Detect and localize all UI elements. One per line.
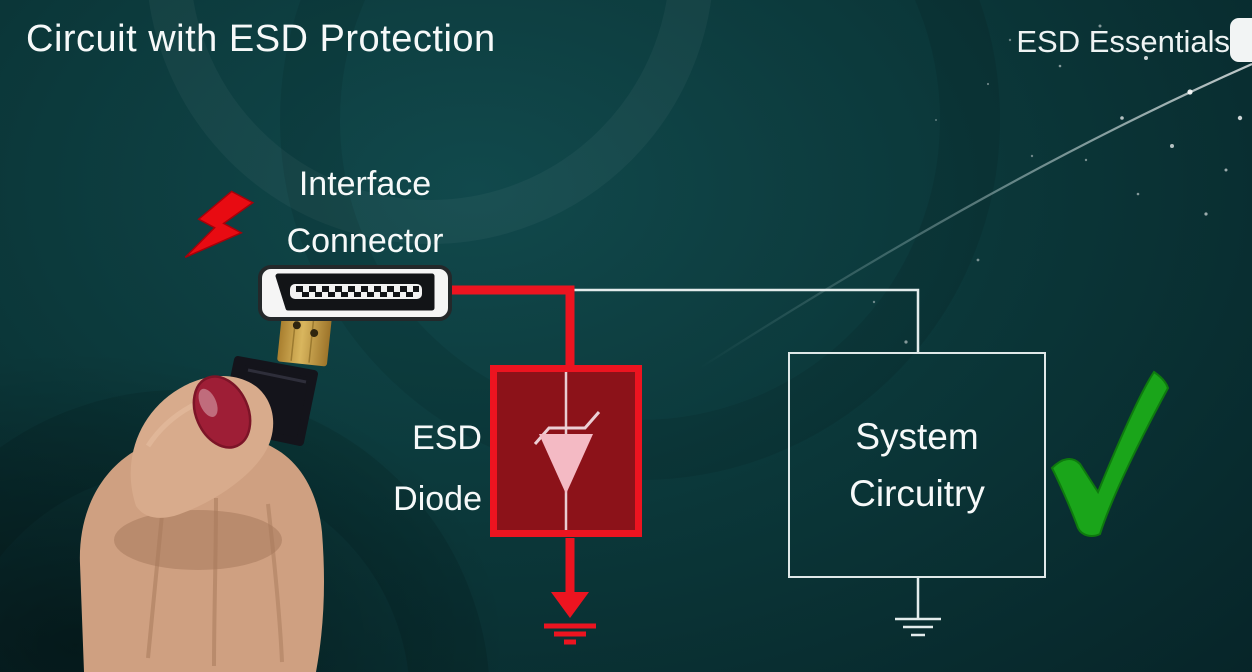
- esd-diode-box: [490, 365, 642, 537]
- zener-diode-symbol: [533, 372, 601, 530]
- brand-logo-partial: [1230, 18, 1252, 62]
- slide-title: Circuit with ESD Protection: [26, 18, 496, 60]
- esd-diode-label: ESD Diode: [393, 419, 482, 518]
- system-circuitry-label: System Circuitry: [849, 415, 985, 514]
- brand-text: ESD Essentials: [1016, 24, 1230, 59]
- checkmark-icon: [1050, 370, 1170, 537]
- lightning-icon: [184, 190, 255, 259]
- connector-pins: [296, 286, 419, 297]
- hand-photo: [79, 299, 334, 672]
- thumb-nail: [192, 375, 252, 449]
- interface-connector-label: Interface Connector: [286, 165, 444, 260]
- hdmi-connector-graphic: [258, 265, 452, 321]
- system-circuitry-box: System Circuitry: [788, 352, 1046, 578]
